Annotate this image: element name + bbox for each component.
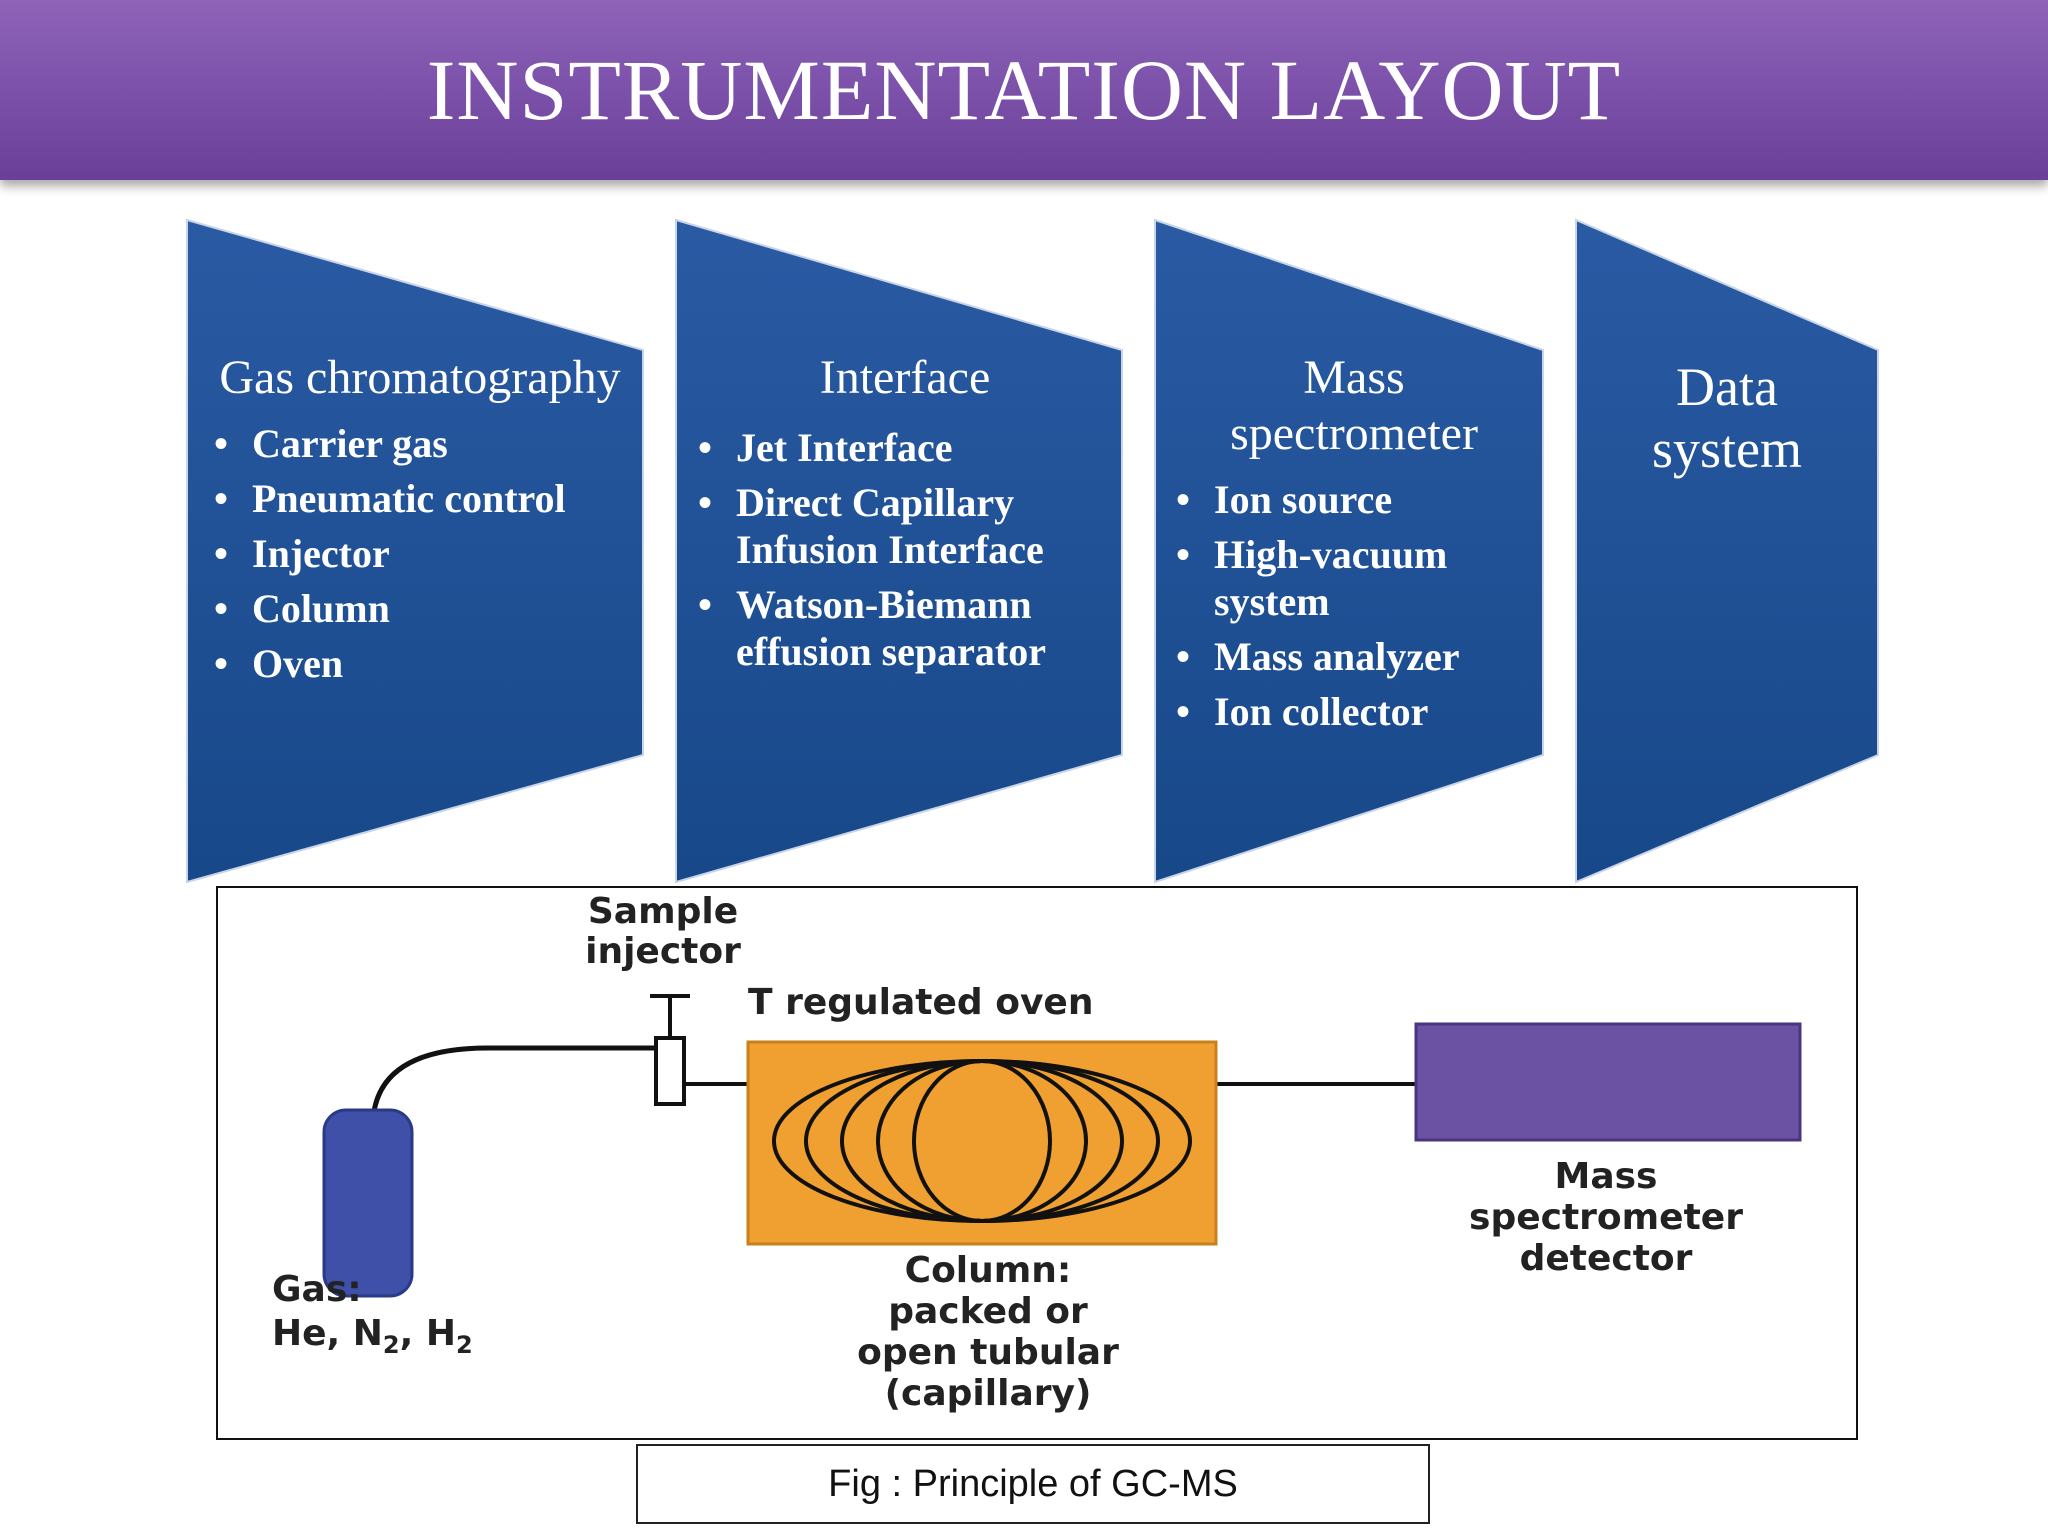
sample-injector-label: Sample injector [585,891,741,972]
page-title: INSTRUMENTATION LAYOUT [426,42,1622,138]
list-item: Watson-Biemann effusion separator [698,581,1120,675]
gas-h-subscript: 2 [455,1331,473,1360]
gas-types: He, N2, H2 [272,1313,473,1360]
list-item: Ion collector [1176,688,1540,735]
stage-title: Gas chromatography [219,351,621,404]
list-item: Oven [214,640,640,687]
column-line-2: packed or [888,1291,1088,1332]
gas-n-subscript: 2 [382,1331,400,1360]
gas-he: He [272,1313,327,1354]
stage-items: Carrier gas Pneumatic control Injector C… [214,420,640,687]
gas-tubing [370,1045,670,1121]
injector-barrel [654,1036,686,1106]
stage-items: Ion source High-vacuum system Mass analy… [1176,476,1540,735]
gas-label: Gas: He, N2, H2 [272,1268,592,1367]
stage-data-system: Data system [1600,356,1854,480]
oven-label: T regulated oven [748,982,1094,1023]
gcms-figure: Sample injector T regulated oven Gas: He… [216,886,1858,1440]
gas-n: N [352,1313,383,1354]
gas-cylinder [322,1108,414,1298]
stage-title: Interface [819,351,991,404]
chevron-data-system [1575,218,1879,884]
list-item: High-vacuum system [1176,531,1540,625]
column-label: Column: packed or open tubular (capillar… [778,1250,1198,1414]
stage-title: Mass spectrometer [1230,351,1478,460]
column-coil [772,1059,1192,1223]
stage-gas-chromatography: Gas chromatography Carrier gas Pneumatic… [200,350,640,695]
column-line-1: Column: [904,1250,1072,1291]
gas-h: H [425,1313,456,1354]
list-item: Injector [214,530,640,577]
figure-caption: Fig : Principle of GC-MS [636,1444,1430,1524]
column-line-3: open tubular [857,1332,1119,1373]
oven-box [746,1040,1218,1246]
list-item: Ion source [1176,476,1540,523]
title-bar: INSTRUMENTATION LAYOUT [0,0,2048,180]
detector-box [1414,1022,1802,1142]
detector-label: Mass spectrometer detector [1396,1156,1816,1279]
stage-title: Data system [1651,357,1802,479]
list-item: Mass analyzer [1176,633,1540,680]
stage-interface: Interface Jet Interface Direct Capillary… [690,350,1120,683]
detector-line-3: detector [1519,1238,1693,1279]
stage-items: Jet Interface Direct Capillary Infusion … [698,424,1120,675]
list-item: Column [214,585,640,632]
detector-line-2: spectrometer [1469,1197,1743,1238]
detector-line-1: Mass [1554,1156,1658,1197]
column-line-4: (capillary) [884,1373,1092,1414]
list-item: Jet Interface [698,424,1120,471]
gcms-schematic [322,994,1802,1298]
gas-title: Gas: [272,1269,362,1310]
list-item: Carrier gas [214,420,640,467]
list-item: Direct Capillary Infusion Interface [698,479,1120,573]
stage-mass-spectrometer: Mass spectrometer Ion source High-vacuum… [1168,350,1540,743]
list-item: Pneumatic control [214,475,640,522]
